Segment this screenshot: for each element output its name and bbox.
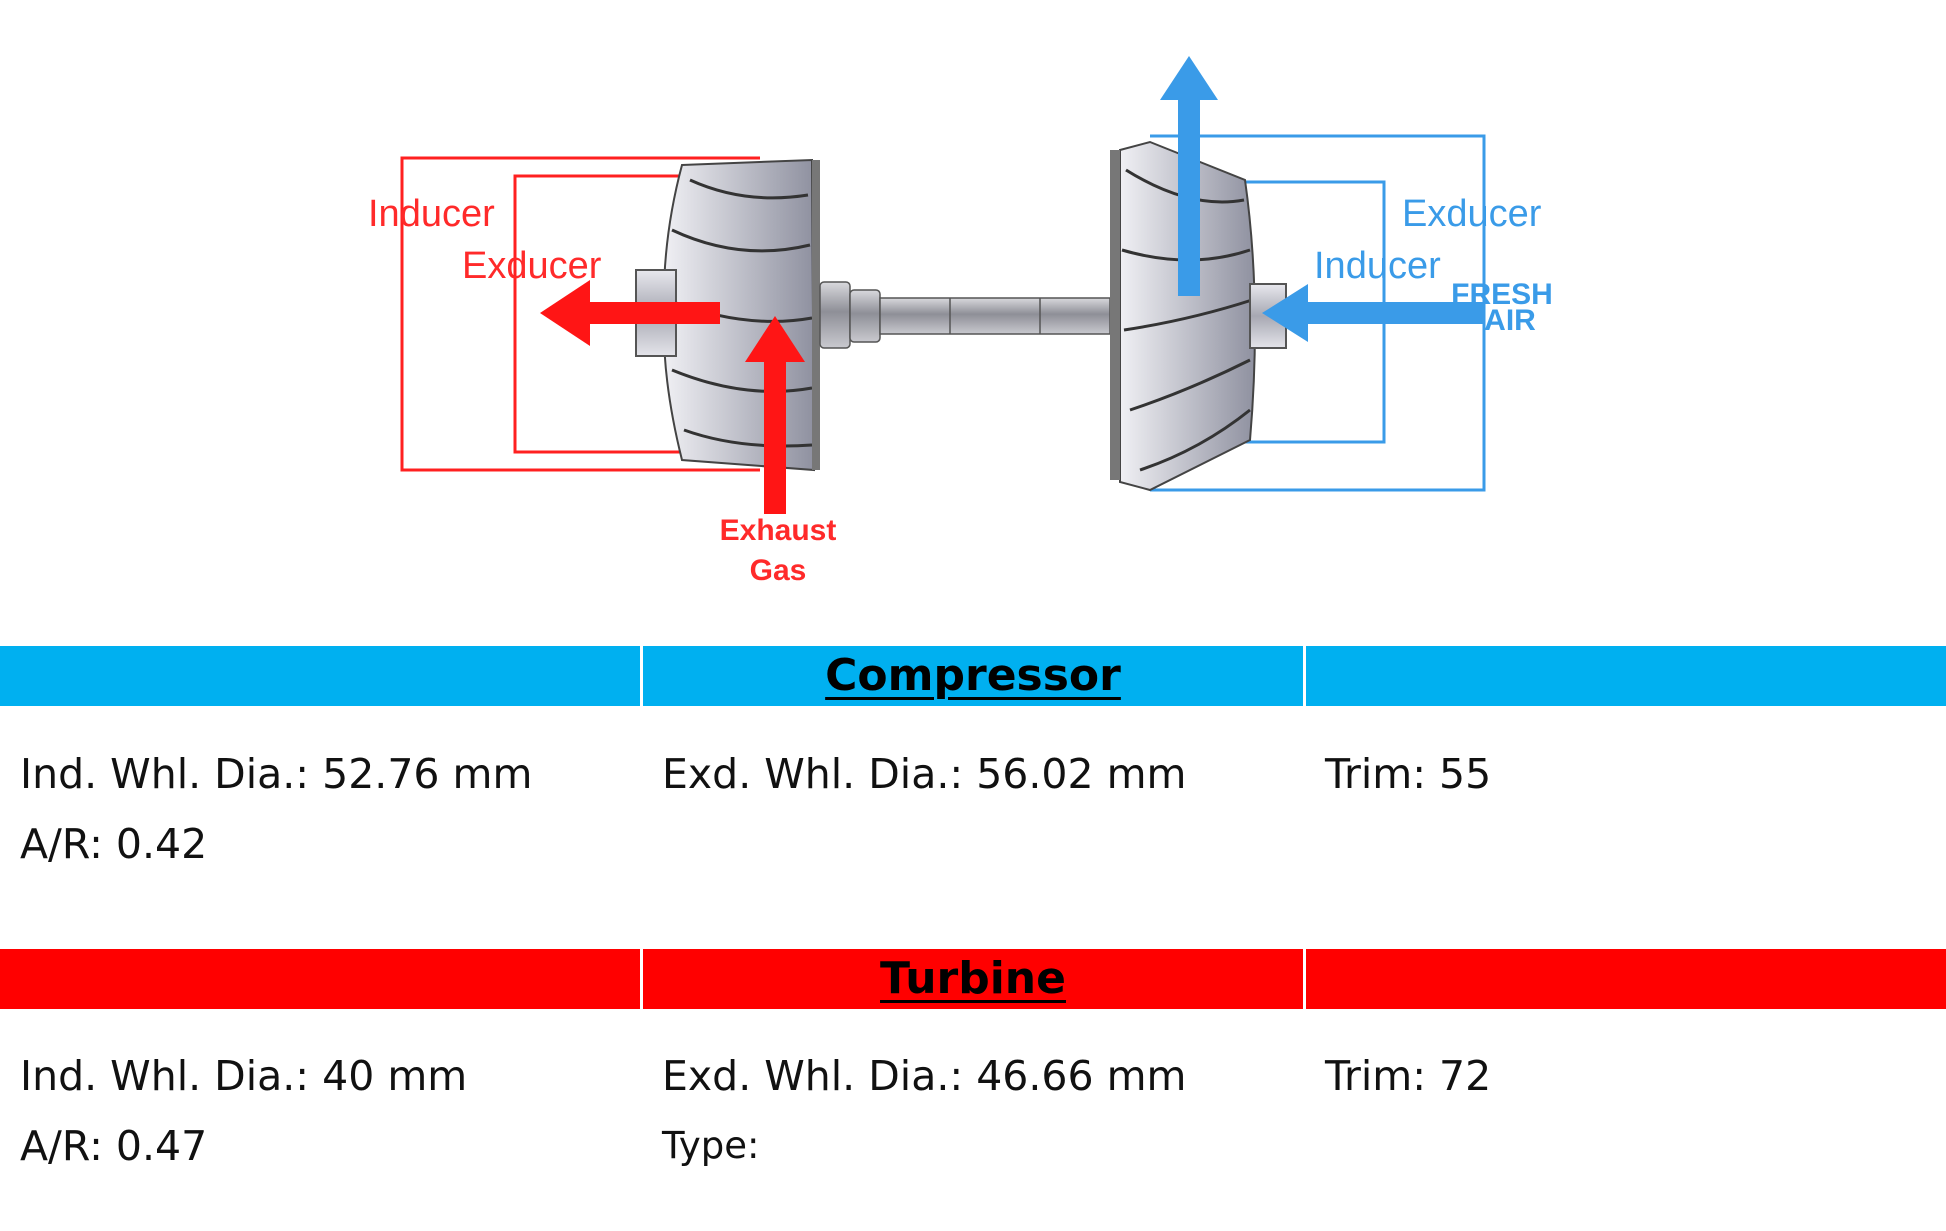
compressor-ar: A/R: 0.42 [20, 820, 208, 868]
air-outlet-arrow [1160, 56, 1218, 296]
exhaust-outlet-arrow [540, 280, 720, 346]
compressor-exd-whl-dia: Exd. Whl. Dia.: 56.02 mm [662, 750, 1187, 798]
turbine-title: Turbine [880, 953, 1066, 1004]
turbine-exducer-box [513, 174, 680, 454]
air-inlet-arrow [1262, 284, 1484, 342]
turbine-inducer-box [400, 156, 760, 472]
turbine-trim: Trim: 72 [1325, 1052, 1492, 1100]
turbo-shaft [819, 281, 1111, 349]
compressor-ind-whl-dia: Ind. Whl. Dia.: 52.76 mm [20, 750, 533, 798]
compressor-inducer-label: Inducer [1314, 245, 1441, 287]
compressor-header-band: Compressor [0, 646, 1946, 706]
turbine-ind-whl-dia: Ind. Whl. Dia.: 40 mm [20, 1052, 468, 1100]
turbine-type: Type: [662, 1124, 760, 1167]
exhaust-inlet-arrow [745, 316, 805, 514]
compressor-title: Compressor [825, 650, 1121, 701]
turbo-wheel-diagram: Inducer Exducer Exhaust Gas Exducer Indu… [350, 40, 1580, 600]
turbine-ar: A/R: 0.47 [20, 1122, 208, 1170]
compressor-exducer-label: Exducer [1402, 193, 1542, 235]
turbine-header-band: Turbine [0, 949, 1946, 1009]
turbine-exducer-label: Exducer [462, 245, 602, 287]
compressor-trim: Trim: 55 [1325, 750, 1492, 798]
exhaust-gas-label-line2: Gas [750, 554, 807, 587]
fresh-air-label-line2: AIR [1484, 304, 1536, 337]
fresh-air-label-line1: FRESH [1451, 278, 1553, 311]
exhaust-gas-label-line1: Exhaust [720, 514, 837, 547]
turbine-inducer-label: Inducer [368, 193, 495, 235]
turbine-exd-whl-dia: Exd. Whl. Dia.: 46.66 mm [662, 1052, 1187, 1100]
